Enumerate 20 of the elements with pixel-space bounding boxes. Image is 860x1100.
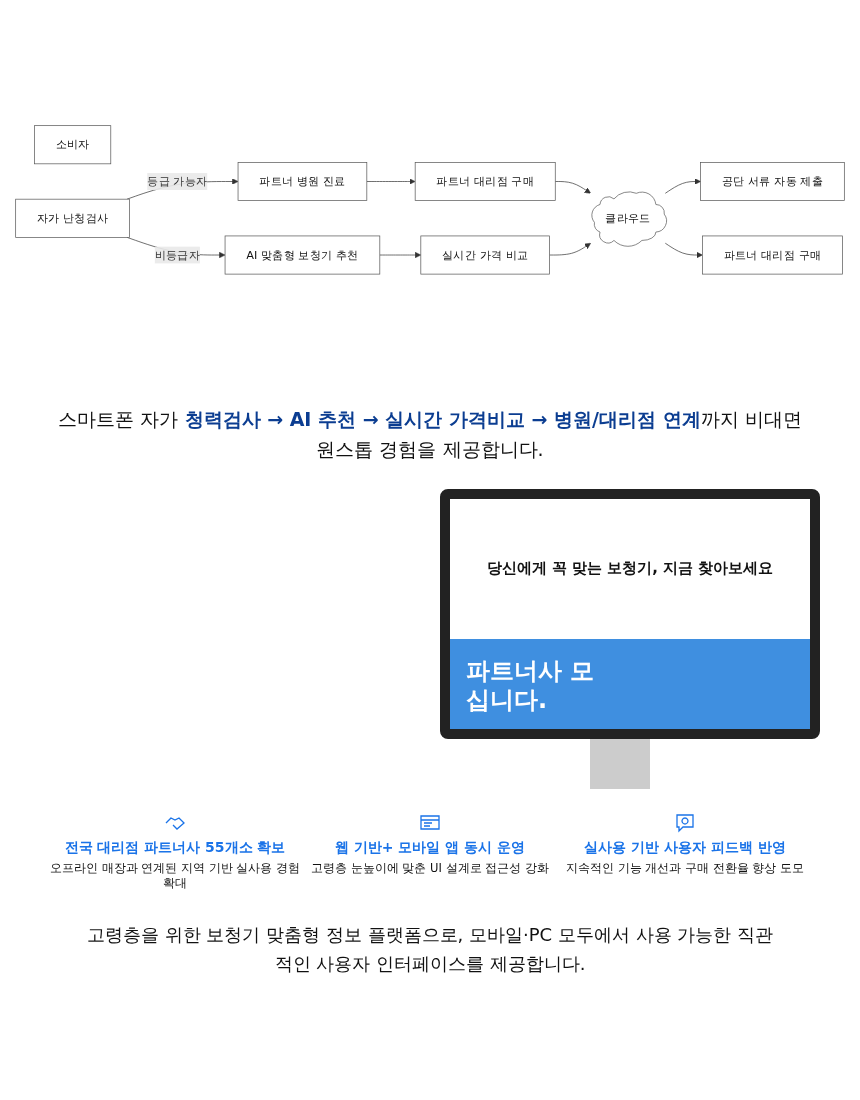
intro-text: 스마트폰 자가 청력검사 → AI 추천 → 실시간 가격비교 → 병원/대리점 연계까지 비대면 원스톱 경험을 제공합니다. (57, 407, 803, 463)
feature-description: 고령층 눈높이에 맞춘 UI 설계로 접근성 강화 (311, 860, 549, 876)
node-box: 소비자 (34, 125, 112, 165)
edge-label: 비등급자 (154, 248, 200, 262)
node-box: 파트너 병원 진료 (237, 162, 368, 202)
feature-description: 오프라인 매장과 연계된 지역 기반 실사용 경험 확대 (49, 860, 301, 891)
feature-title: 실사용 기반 사용자 피드백 반영 (584, 838, 786, 857)
feature-description: 지속적인 기능 개선과 구매 전환율 향상 도모 (566, 860, 804, 876)
feature-title: 전국 대리점 파트너사 55개소 확보 (64, 838, 286, 857)
node-box: 실시간 가격 비교 (420, 235, 550, 275)
node-box: 파트너 대리점 구매 (414, 162, 556, 202)
node-box: 파트너 대리점 구매 (702, 235, 843, 275)
node-box: 공단 서류 자동 제출 (700, 162, 845, 202)
closing-text: 고령층을 위한 보청기 맞춤형 정보 플랫폼으로, 모바일·PC 모두에서 사용 가능한 직관적인 사용자 인터페이스를 제공합니다. (85, 922, 775, 976)
edge-label: 등급 가능자 (147, 174, 208, 188)
node-box: 자가 난청검사 (15, 198, 130, 238)
banner-text: 파트너사 모십니다. (466, 657, 596, 715)
feature-title: 웹 기반+ 모바일 앱 동시 운영 (334, 838, 526, 857)
screen-headline: 당신에게 꼭 맞는 보청기, 지금 찾아보세요 (485, 558, 775, 578)
node-box: AI 맞춤형 보청기 추천 (224, 235, 381, 275)
